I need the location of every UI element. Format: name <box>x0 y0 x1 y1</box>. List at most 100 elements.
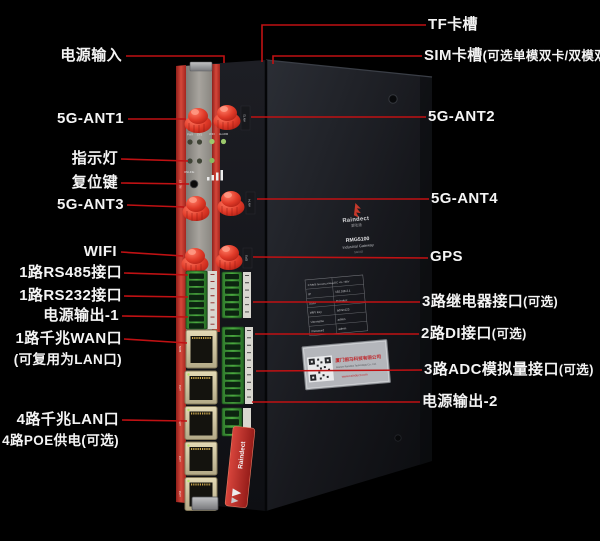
callout-rs232 <box>123 295 189 298</box>
label-sim: SIM卡槽(可选单模双卡/双模双卡) <box>424 45 600 67</box>
ant2-tag <box>240 105 251 131</box>
lan-port-3: LAN3 <box>179 441 218 476</box>
label-wifi: WIFI <box>83 243 117 260</box>
spec-r1-key: IP <box>308 292 311 296</box>
led-panel: PWR SYS WIFI ALARM ONLINE RESET <box>179 132 229 188</box>
lan3-tag-text: LAN3 <box>179 455 182 462</box>
spec-r5-key: Password <box>311 328 324 333</box>
antenna-connectors: ANT2 ANT4 GPS <box>181 105 256 273</box>
label-relay: 3路继电器接口(可选) <box>422 293 559 310</box>
callout-power-input <box>126 55 225 63</box>
callout-lines <box>120 24 429 422</box>
led-usr <box>196 158 203 164</box>
label-indicator: 指示灯 <box>71 150 118 167</box>
din-clip-top <box>189 61 213 72</box>
lan-port-1: LAN1 <box>179 370 218 405</box>
callout-gps <box>252 256 429 259</box>
callout-lan <box>121 419 188 422</box>
pwr2-pin-strip <box>243 408 251 436</box>
lan2-tag-text: LAN2 <box>179 419 182 426</box>
ant4-tag-text: ANT4 <box>248 199 252 207</box>
led-label-wifi: WIFI <box>209 132 215 136</box>
gps-tag-text: GPS <box>245 255 249 261</box>
callout-wifi <box>120 251 184 257</box>
brand-logo-icon <box>353 203 361 218</box>
sticker-company-cn: 厦门银马科技有限公司 <box>335 353 382 364</box>
model-number: RMG5100 <box>346 236 370 244</box>
wan-tag-text: WAN <box>178 346 182 352</box>
led-label-sys: SYS <box>197 133 203 137</box>
ant4-connector <box>217 191 245 216</box>
front-left-flange <box>176 65 186 503</box>
serial-terminal-pins <box>189 273 204 329</box>
side-panel-content: Raindect 爱陆通 RMG5100 Industrial Gateway … <box>301 94 402 442</box>
relay-terminal-pins <box>225 274 239 316</box>
spec-r5-val: admin <box>338 326 347 331</box>
signal-bars-icon <box>207 170 223 181</box>
label-adc-sub: (可选) <box>558 363 594 377</box>
reset-button <box>189 179 199 189</box>
led-wifi <box>209 138 215 145</box>
screw-hole-bottom <box>394 434 402 442</box>
di-adc-terminal-pins <box>225 329 241 403</box>
gps-tag <box>242 247 253 269</box>
brand-name: Raindect <box>342 216 369 224</box>
callout-rs485 <box>123 272 189 276</box>
spec-r0-key: 工作电压 Operating Voltage <box>307 281 335 287</box>
callout-sim <box>272 55 422 64</box>
spec-r3-key: WIFI Key <box>310 310 323 315</box>
label-power-out1: 电源输出-1 <box>43 307 119 324</box>
device-sticker: 厦门银马科技有限公司 Xiamen Raindect Technology Co… <box>301 339 391 391</box>
led-net <box>187 158 193 164</box>
spec-r4-val: admin <box>337 317 346 322</box>
lan4-tag-text: LAN4 <box>179 490 182 497</box>
serial-pin-strip <box>208 271 217 329</box>
device-top-edge <box>265 59 433 78</box>
label-power-input: 电源输入 <box>60 47 122 64</box>
front-brand-label-text: Raindect <box>237 440 247 469</box>
spec-r3-val: admin123 <box>337 307 350 312</box>
online-label: ONLINE <box>184 170 195 174</box>
label-relay-sub: (可选) <box>523 295 559 309</box>
ant3-connector <box>182 196 210 221</box>
label-di-sub: (可选) <box>491 327 527 341</box>
spec-r4-key: Username <box>311 319 325 324</box>
callout-ant3 <box>126 204 185 208</box>
spec-r2-val: Raindect <box>336 298 348 303</box>
front-brand-label: Raindect <box>224 426 256 508</box>
label-power-out2: 电源输出-2 <box>422 393 498 410</box>
product-type: Industrial Gateway <box>342 243 374 250</box>
spec-table: 工作电压 Operating Voltage DC +9~+36V IP 192… <box>304 274 368 337</box>
label-gps: GPS <box>430 248 463 265</box>
led-label-pwr: PWR <box>187 133 193 137</box>
label-ant1: 5G-ANT1 <box>57 110 124 127</box>
ethernet-ports: WAN LAN1 LAN2 LAN3 LAN4 <box>178 329 219 511</box>
callout-adc <box>255 369 423 372</box>
sticker-company-en: Xiamen Raindect Technology Co., Ltd. <box>336 363 377 370</box>
front-brand-logo-icon-2 <box>231 497 239 504</box>
led-sys <box>196 139 203 145</box>
band-text: 5G/4G <box>354 249 364 254</box>
callout-power-out1 <box>121 315 189 318</box>
gps-connector <box>215 245 243 270</box>
callout-tf <box>261 24 426 62</box>
label-rs232: 1路RS232接口 <box>19 287 122 304</box>
relay-pin-strip <box>243 272 251 318</box>
led-alarm <box>220 138 227 145</box>
di-adc-pin-strip <box>245 327 253 404</box>
label-sim-sub: (可选单模双卡/双模双卡) <box>482 49 600 63</box>
callout-reset <box>120 182 190 185</box>
label-di: 2路DI接口(可选) <box>421 325 527 342</box>
ant2-connector <box>213 105 241 130</box>
ant4-tag <box>245 191 256 215</box>
label-rs485: 1路RS485接口 <box>19 264 122 281</box>
wifi-connector <box>181 248 209 273</box>
label-tf: TF卡槽 <box>428 16 478 33</box>
front-brand-logo-icon <box>231 488 242 497</box>
label-wan: 1路千兆WAN口(可复用为LAN口) <box>14 328 122 369</box>
label-wan-sub: (可复用为LAN口) <box>13 351 122 367</box>
ant2-tag-text: ANT2 <box>243 114 247 122</box>
